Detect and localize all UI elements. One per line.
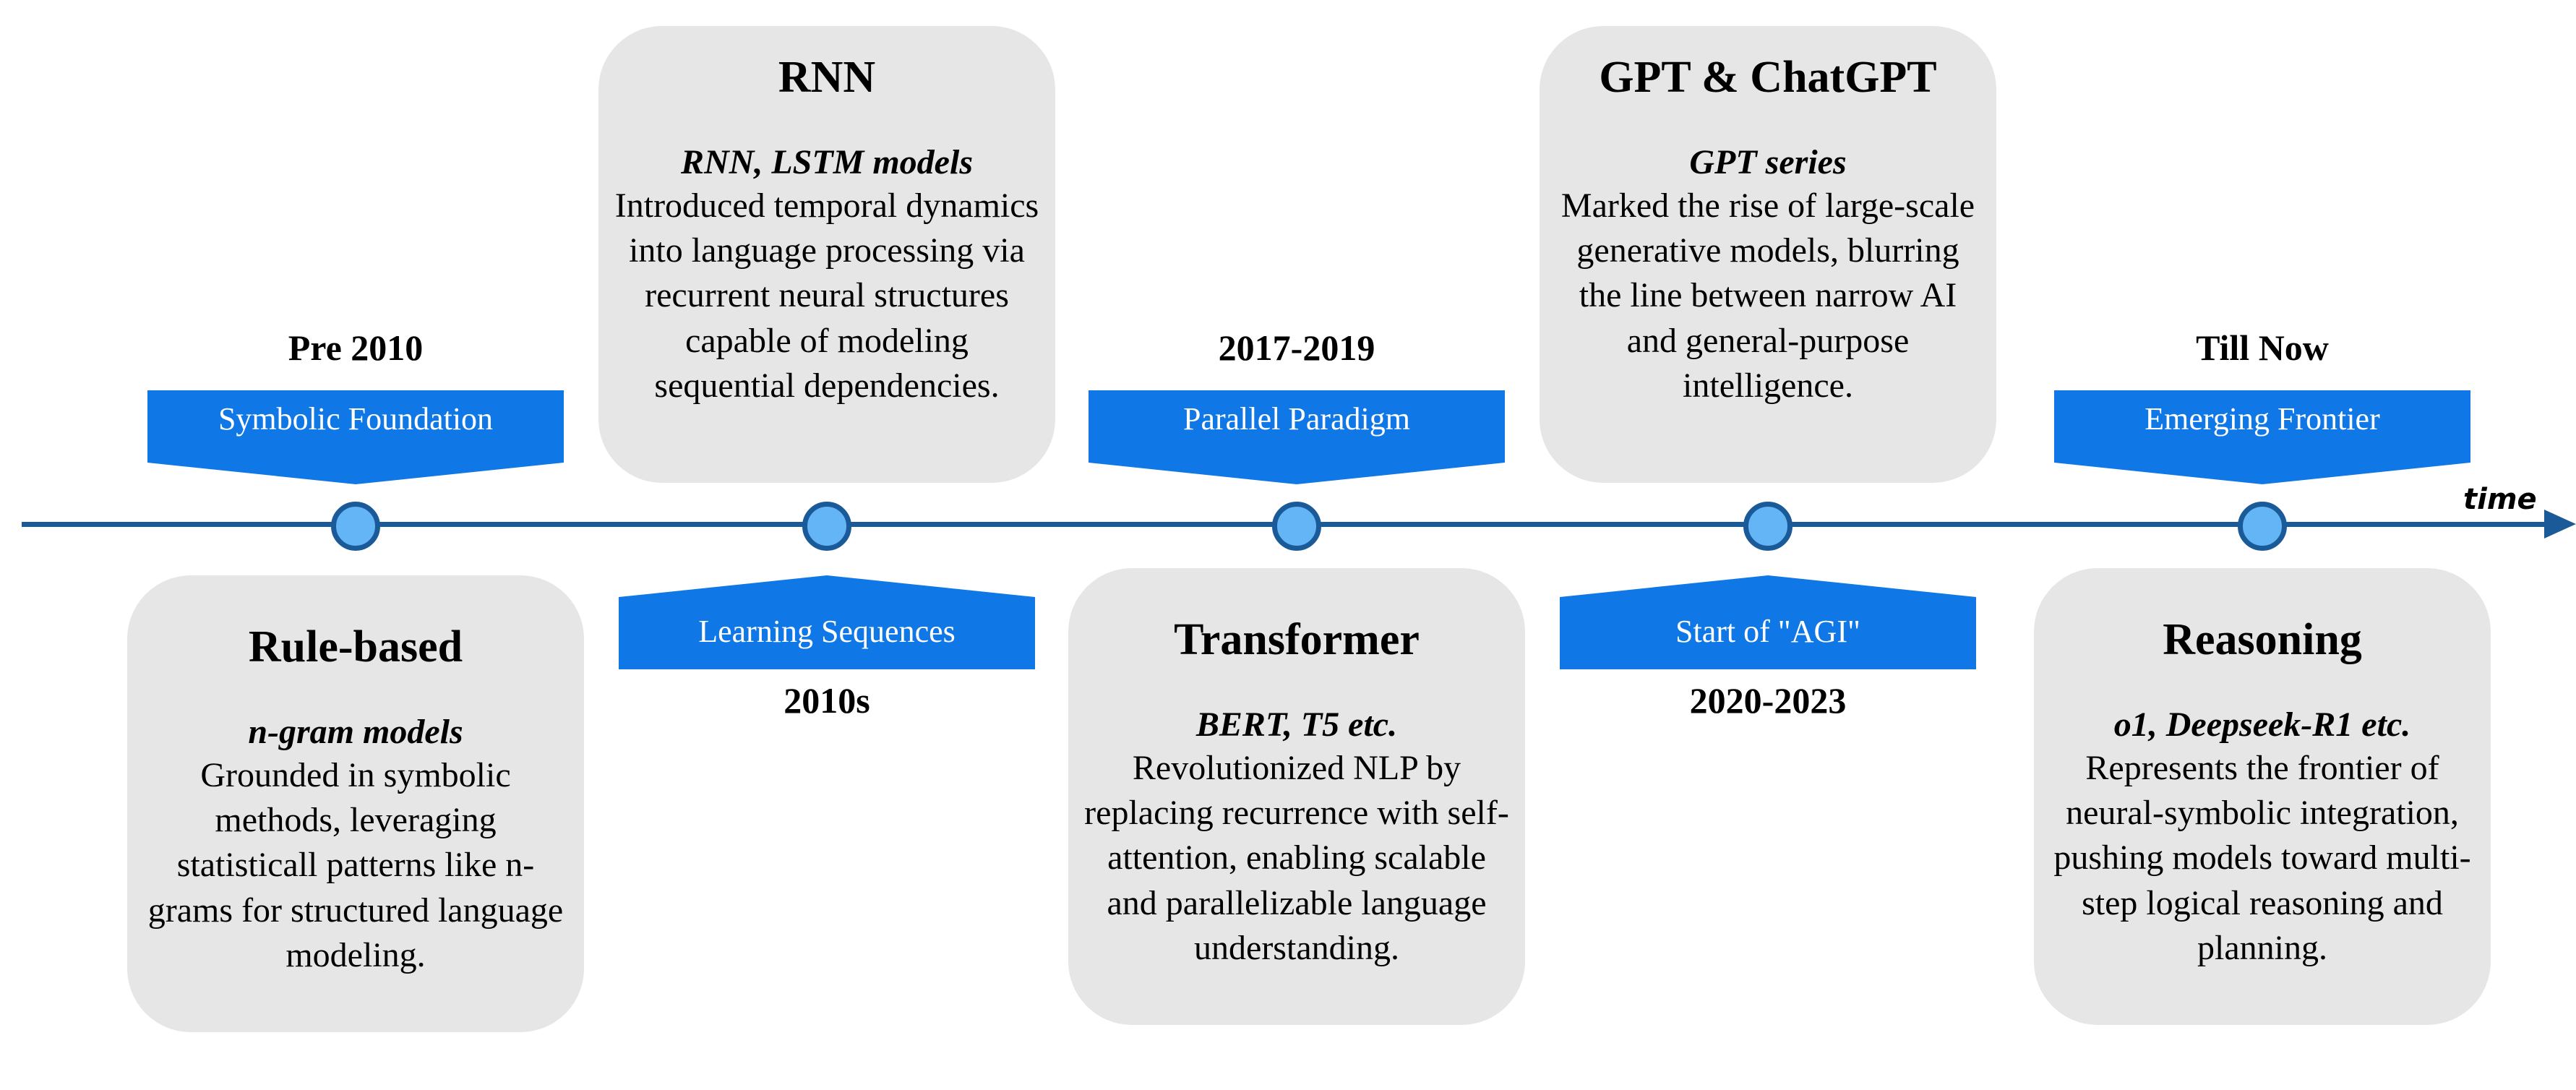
tag-shape [1560, 575, 1976, 669]
era-card-description: Marked the rise of large-scale generativ… [1560, 186, 1975, 405]
era-tag-emerging-frontier: Emerging Frontier [2054, 390, 2470, 484]
time-axis-label: time [2463, 483, 2537, 516]
tag-shape [2054, 390, 2470, 484]
era-card-title: RNN [778, 53, 876, 102]
era-card-description: Revolutionized NLP by replacing recurren… [1084, 748, 1509, 968]
era-year-2010s: 2010s [783, 680, 870, 721]
era-card-models: RNN, LSTM models [680, 143, 973, 181]
tag-shape [619, 575, 1035, 669]
era-card-description: Introduced temporal dynamics into langua… [614, 186, 1039, 405]
era-tag-label: Emerging Frontier [2144, 401, 2380, 437]
era-card-models: GPT series [1689, 143, 1847, 181]
era-card-models: BERT, T5 etc. [1195, 705, 1398, 744]
timeline-dot-2020-2023 [1743, 502, 1793, 551]
era-card-gpt-chatgpt: GPT & ChatGPT GPT series Marked the rise… [1540, 26, 1996, 483]
era-tag-label: Parallel Paradigm [1182, 401, 1410, 437]
timeline-dot-till-now [2238, 502, 2287, 551]
era-card-transformer: Transformer BERT, T5 etc. Revolutionized… [1068, 568, 1525, 1025]
timeline-dot-2010s [802, 502, 851, 551]
timeline-dot-pre-2010 [331, 502, 380, 551]
era-card-rnn: RNN RNN, LSTM models Introduced temporal… [598, 26, 1055, 483]
era-tag-start-of-agi: Start of "AGI" [1560, 575, 1976, 669]
era-card-title: GPT & ChatGPT [1599, 53, 1937, 102]
era-tag-learning-sequences: Learning Sequences [619, 575, 1035, 669]
era-card-rule-based: Rule-based n-gram models Grounded in sym… [127, 575, 584, 1032]
era-tag-label: Learning Sequences [698, 614, 956, 649]
era-year-2017-2019: 2017-2019 [1218, 327, 1375, 368]
era-card-title: Transformer [1174, 615, 1420, 664]
era-tag-parallel-paradigm: Parallel Paradigm [1089, 390, 1505, 484]
timeline-arrowhead [2544, 510, 2576, 538]
era-card-title: Reasoning [2163, 615, 2362, 664]
tag-shape [147, 390, 564, 484]
era-card-title: Rule-based [248, 622, 463, 671]
era-year-pre-2010: Pre 2010 [288, 327, 424, 368]
era-card-models: n-gram models [248, 713, 463, 751]
era-card-description: Represents the frontier of neural-symbol… [2053, 748, 2471, 968]
era-card-description: Grounded in symbolic methods, leveraging… [147, 755, 564, 975]
timeline-dot-2017-2019 [1272, 502, 1321, 551]
era-card-models: o1, Deepseek-R1 etc. [2113, 705, 2411, 744]
era-tag-symbolic-foundation: Symbolic Foundation [147, 390, 564, 484]
era-tag-label: Symbolic Foundation [218, 401, 494, 437]
era-card-reasoning: Reasoning o1, Deepseek-R1 etc. Represent… [2034, 568, 2491, 1025]
tag-shape [1089, 390, 1505, 484]
era-year-2020-2023: 2020-2023 [1689, 680, 1847, 721]
era-tag-label: Start of "AGI" [1675, 614, 1860, 649]
era-year-till-now: Till Now [2196, 327, 2329, 368]
